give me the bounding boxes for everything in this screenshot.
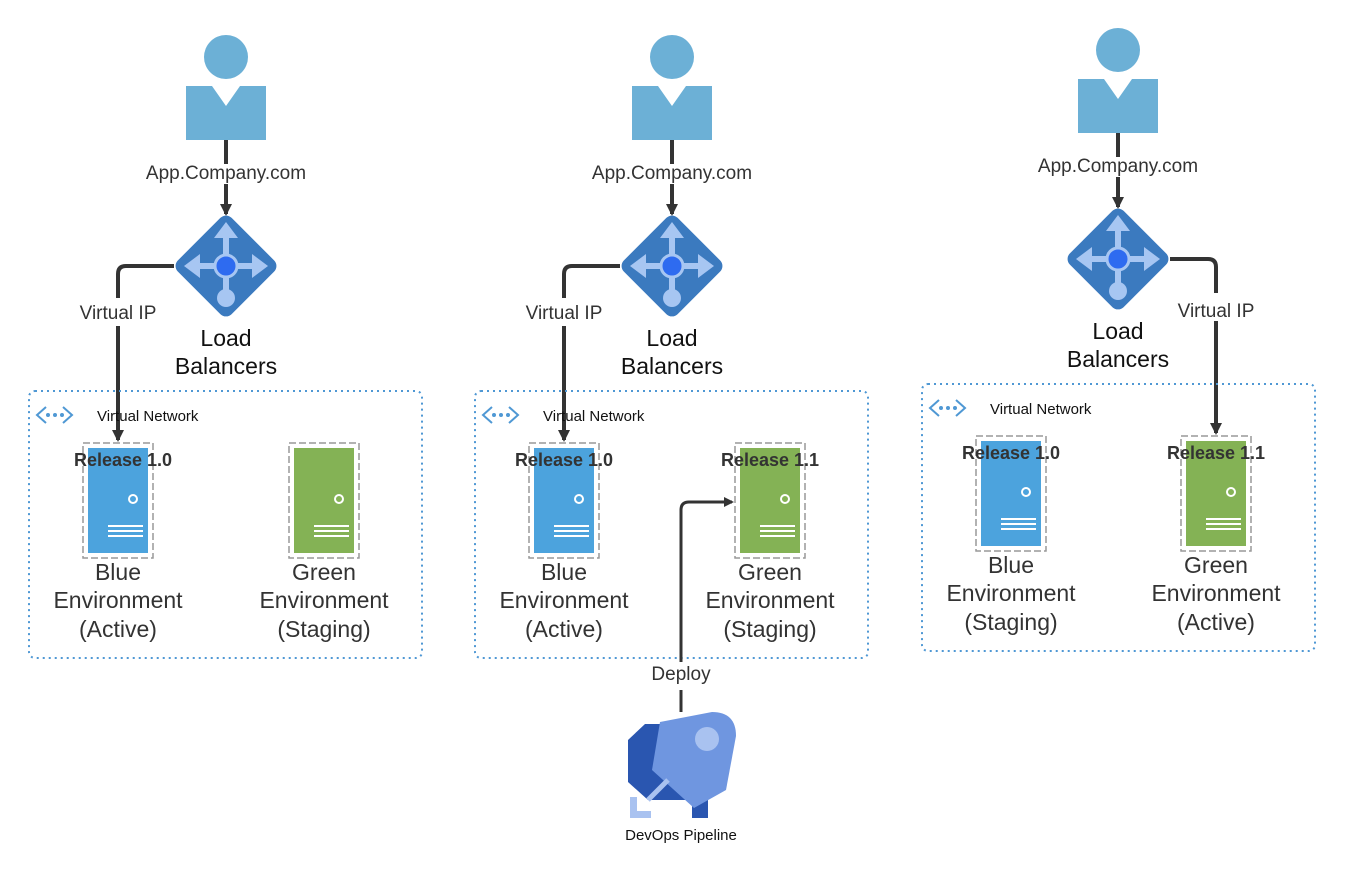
green-env-label-line2: Environment — [259, 587, 389, 613]
blue-env-label-line2: Environment — [499, 587, 629, 613]
virtual-network-boundary — [921, 383, 1316, 652]
virtual-ip-label: Virtual IP — [526, 303, 603, 324]
blue-server-icon — [975, 435, 1047, 552]
deploy-label: Deploy — [651, 664, 711, 685]
panel-2: App.Company.com Load Balancers Virtual I… — [474, 35, 869, 844]
green-server-icon — [288, 442, 360, 559]
virtual-ip-connector — [1170, 257, 1218, 293]
user-icon — [186, 35, 266, 140]
panel-3: App.Company.com Load Balancers Virtual I… — [921, 28, 1316, 652]
load-balancer-label-line2: Balancers — [1067, 346, 1169, 372]
virtual-network-icon — [35, 406, 74, 424]
deploy-connector-upper — [679, 497, 734, 662]
load-balancer-label-line2: Balancers — [621, 353, 723, 379]
load-balancer-label-line1: Load — [200, 325, 251, 351]
load-balancer-label-line2: Balancers — [175, 353, 277, 379]
virtual-network-boundary — [28, 390, 423, 659]
blue-env-label-line1: Blue — [541, 559, 587, 585]
green-env-label-line1: Green — [1184, 552, 1248, 578]
load-balancer-label-line1: Load — [1092, 318, 1143, 344]
devops-pipeline-label: DevOps Pipeline — [625, 827, 737, 844]
green-env-label-line1: Green — [292, 559, 356, 585]
green-release-label: Release 1.1 — [721, 450, 819, 470]
panel-1: App.Company.com Load Balancers Virtual I… — [28, 35, 423, 659]
virtual-network-label: Virtual Network — [990, 401, 1092, 418]
green-server-icon — [1180, 435, 1252, 552]
green-release-label: Release 1.1 — [1167, 443, 1265, 463]
url-label: App.Company.com — [592, 163, 752, 184]
blue-server-icon — [82, 442, 154, 559]
blue-env-label-line2: Environment — [53, 587, 183, 613]
blue-server-icon — [528, 442, 600, 559]
blue-release-label: Release 1.0 — [515, 450, 613, 470]
virtual-ip-label: Virtual IP — [80, 303, 157, 324]
virtual-network-label: Virtual Network — [543, 408, 645, 425]
user-icon — [1078, 28, 1158, 133]
virtual-ip-connector — [116, 264, 174, 298]
load-balancer-icon — [1067, 208, 1169, 310]
user-icon — [632, 35, 712, 140]
virtual-ip-label: Virtual IP — [1178, 301, 1255, 322]
blue-env-label-line3: (Active) — [79, 616, 157, 642]
green-server-icon — [734, 442, 806, 559]
virtual-network-icon — [928, 399, 967, 417]
blue-release-label: Release 1.0 — [962, 443, 1060, 463]
green-env-label-line1: Green — [738, 559, 802, 585]
virtual-network-label: Virtual Network — [97, 408, 199, 425]
blue-env-label-line1: Blue — [95, 559, 141, 585]
green-env-label-line2: Environment — [1151, 580, 1281, 606]
green-env-label-line3: (Staging) — [277, 616, 370, 642]
blue-env-label-line1: Blue — [988, 552, 1034, 578]
green-env-label-line3: (Staging) — [723, 616, 816, 642]
blue-release-label: Release 1.0 — [74, 450, 172, 470]
blue-env-label-line3: (Active) — [525, 616, 603, 642]
virtual-ip-connector — [562, 264, 620, 298]
url-label: App.Company.com — [146, 163, 306, 184]
load-balancer-icon — [175, 215, 277, 317]
blue-env-label-line2: Environment — [946, 580, 1076, 606]
url-label: App.Company.com — [1038, 156, 1198, 177]
load-balancer-icon — [621, 215, 723, 317]
green-env-label-line2: Environment — [705, 587, 835, 613]
blue-env-label-line3: (Staging) — [964, 609, 1057, 635]
rocket-icon — [628, 712, 736, 818]
load-balancer-label-line1: Load — [646, 325, 697, 351]
virtual-network-icon — [481, 406, 520, 424]
green-env-label-line3: (Active) — [1177, 609, 1255, 635]
virtual-network-boundary — [474, 390, 869, 659]
